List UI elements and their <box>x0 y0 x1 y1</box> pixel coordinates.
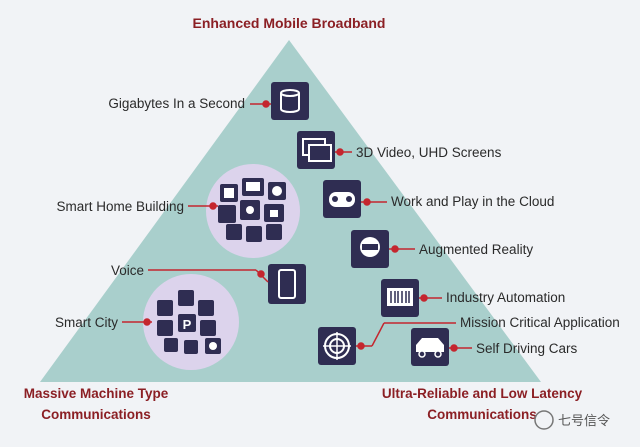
title: Enhanced Mobile Broadband <box>193 15 386 31</box>
smart-home-icons-cluster <box>218 178 286 242</box>
label-gigabytes: Gigabytes In a Second <box>108 96 245 111</box>
label-voice: Voice <box>111 263 144 278</box>
label-augmented-reality: Augmented Reality <box>419 242 533 257</box>
label-self-driving-cars: Self Driving Cars <box>476 341 578 356</box>
corner-right-line1: Ultra-Reliable and Low Latency <box>382 386 583 401</box>
vr-headset-icon <box>351 230 389 268</box>
smartphone-icon <box>268 264 306 304</box>
connectors <box>122 100 472 352</box>
smart-city-icons-cluster: P <box>157 290 221 354</box>
storage-cylinder-icon <box>271 82 309 120</box>
watermark: 七号信令 <box>534 410 610 430</box>
wechat-icon <box>534 410 554 430</box>
target-icon <box>318 327 356 365</box>
car-icon <box>411 328 449 366</box>
screens-icon <box>297 131 335 169</box>
watermark-text: 七号信令 <box>558 413 610 428</box>
label-industry-automation: Industry Automation <box>446 290 565 305</box>
label-3d-video: 3D Video, UHD Screens <box>356 145 502 160</box>
corner-left-line2: Communications <box>41 407 151 422</box>
corner-right-line2: Communications <box>427 407 537 422</box>
barcode-scanner-icon <box>381 279 419 317</box>
label-cloud: Work and Play in the Cloud <box>391 194 554 209</box>
svg-text:P: P <box>183 317 192 332</box>
gamepad-icon <box>323 180 361 218</box>
label-smart-city: Smart City <box>55 315 118 330</box>
label-smart-home: Smart Home Building <box>56 199 184 214</box>
label-mission-critical: Mission Critical Application <box>460 315 620 330</box>
corner-left-line1: Massive Machine Type <box>24 386 169 401</box>
